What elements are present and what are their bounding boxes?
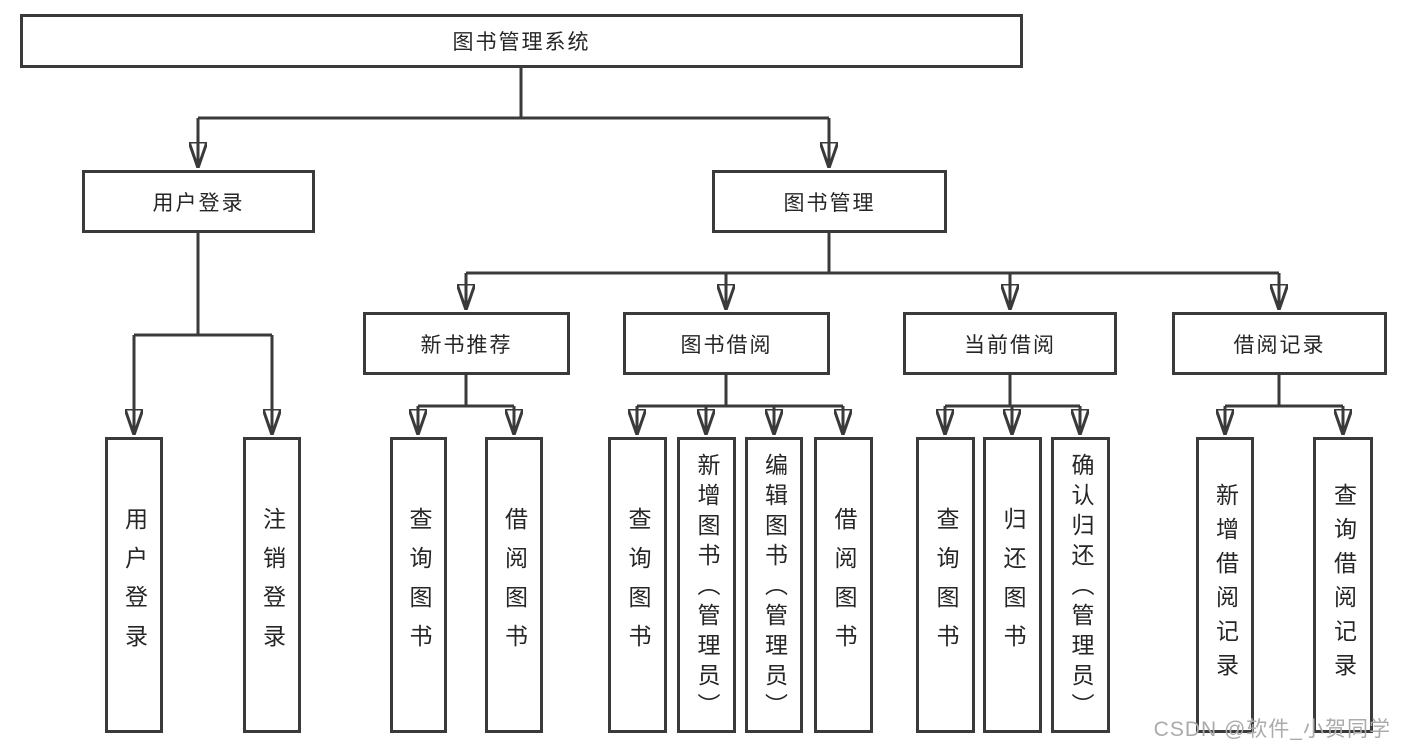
connector-user-login	[134, 233, 272, 337]
leaf-nb-query-books: 查询图书	[390, 437, 447, 733]
csdn-watermark: CSDN @软件_小贺同学	[1153, 718, 1391, 741]
node-book-borrow: 图书借阅	[623, 312, 830, 375]
connector-new-book	[418, 375, 514, 408]
leaf-br-query-record: 查询借阅记录	[1313, 437, 1373, 733]
leaf-cb-confirm-return-admin: 确认归还（管理员）	[1051, 437, 1110, 733]
node-borrow-records: 借阅记录	[1172, 312, 1387, 375]
connector-root	[198, 68, 829, 120]
leaf-cb-query-books: 查询图书	[916, 437, 975, 733]
leaf-bb-edit-books-admin: 编辑图书（管理员）	[745, 437, 803, 733]
leaf-cb-return-books: 归还图书	[983, 437, 1042, 733]
connector-borrow-records	[1225, 375, 1343, 408]
connector-book-borrow	[637, 375, 843, 408]
node-new-book-recommend: 新书推荐	[363, 312, 570, 375]
connector-book-management	[466, 233, 1279, 275]
leaf-bb-borrow-books: 借阅图书	[814, 437, 873, 733]
leaf-bb-query-books: 查询图书	[608, 437, 667, 733]
leaf-logout: 注销登录	[243, 437, 301, 733]
leaf-user-login: 用户登录	[105, 437, 163, 733]
node-current-borrow: 当前借阅	[903, 312, 1117, 375]
leaf-bb-add-books-admin: 新增图书（管理员）	[677, 437, 736, 733]
node-user-login-branch: 用户登录	[82, 170, 315, 233]
node-book-management-branch: 图书管理	[712, 170, 947, 233]
leaf-br-add-record: 新增借阅记录	[1196, 437, 1254, 733]
node-root-system: 图书管理系统	[20, 14, 1023, 68]
leaf-nb-borrow-books: 借阅图书	[485, 437, 543, 733]
connector-current-borrow	[945, 375, 1080, 408]
